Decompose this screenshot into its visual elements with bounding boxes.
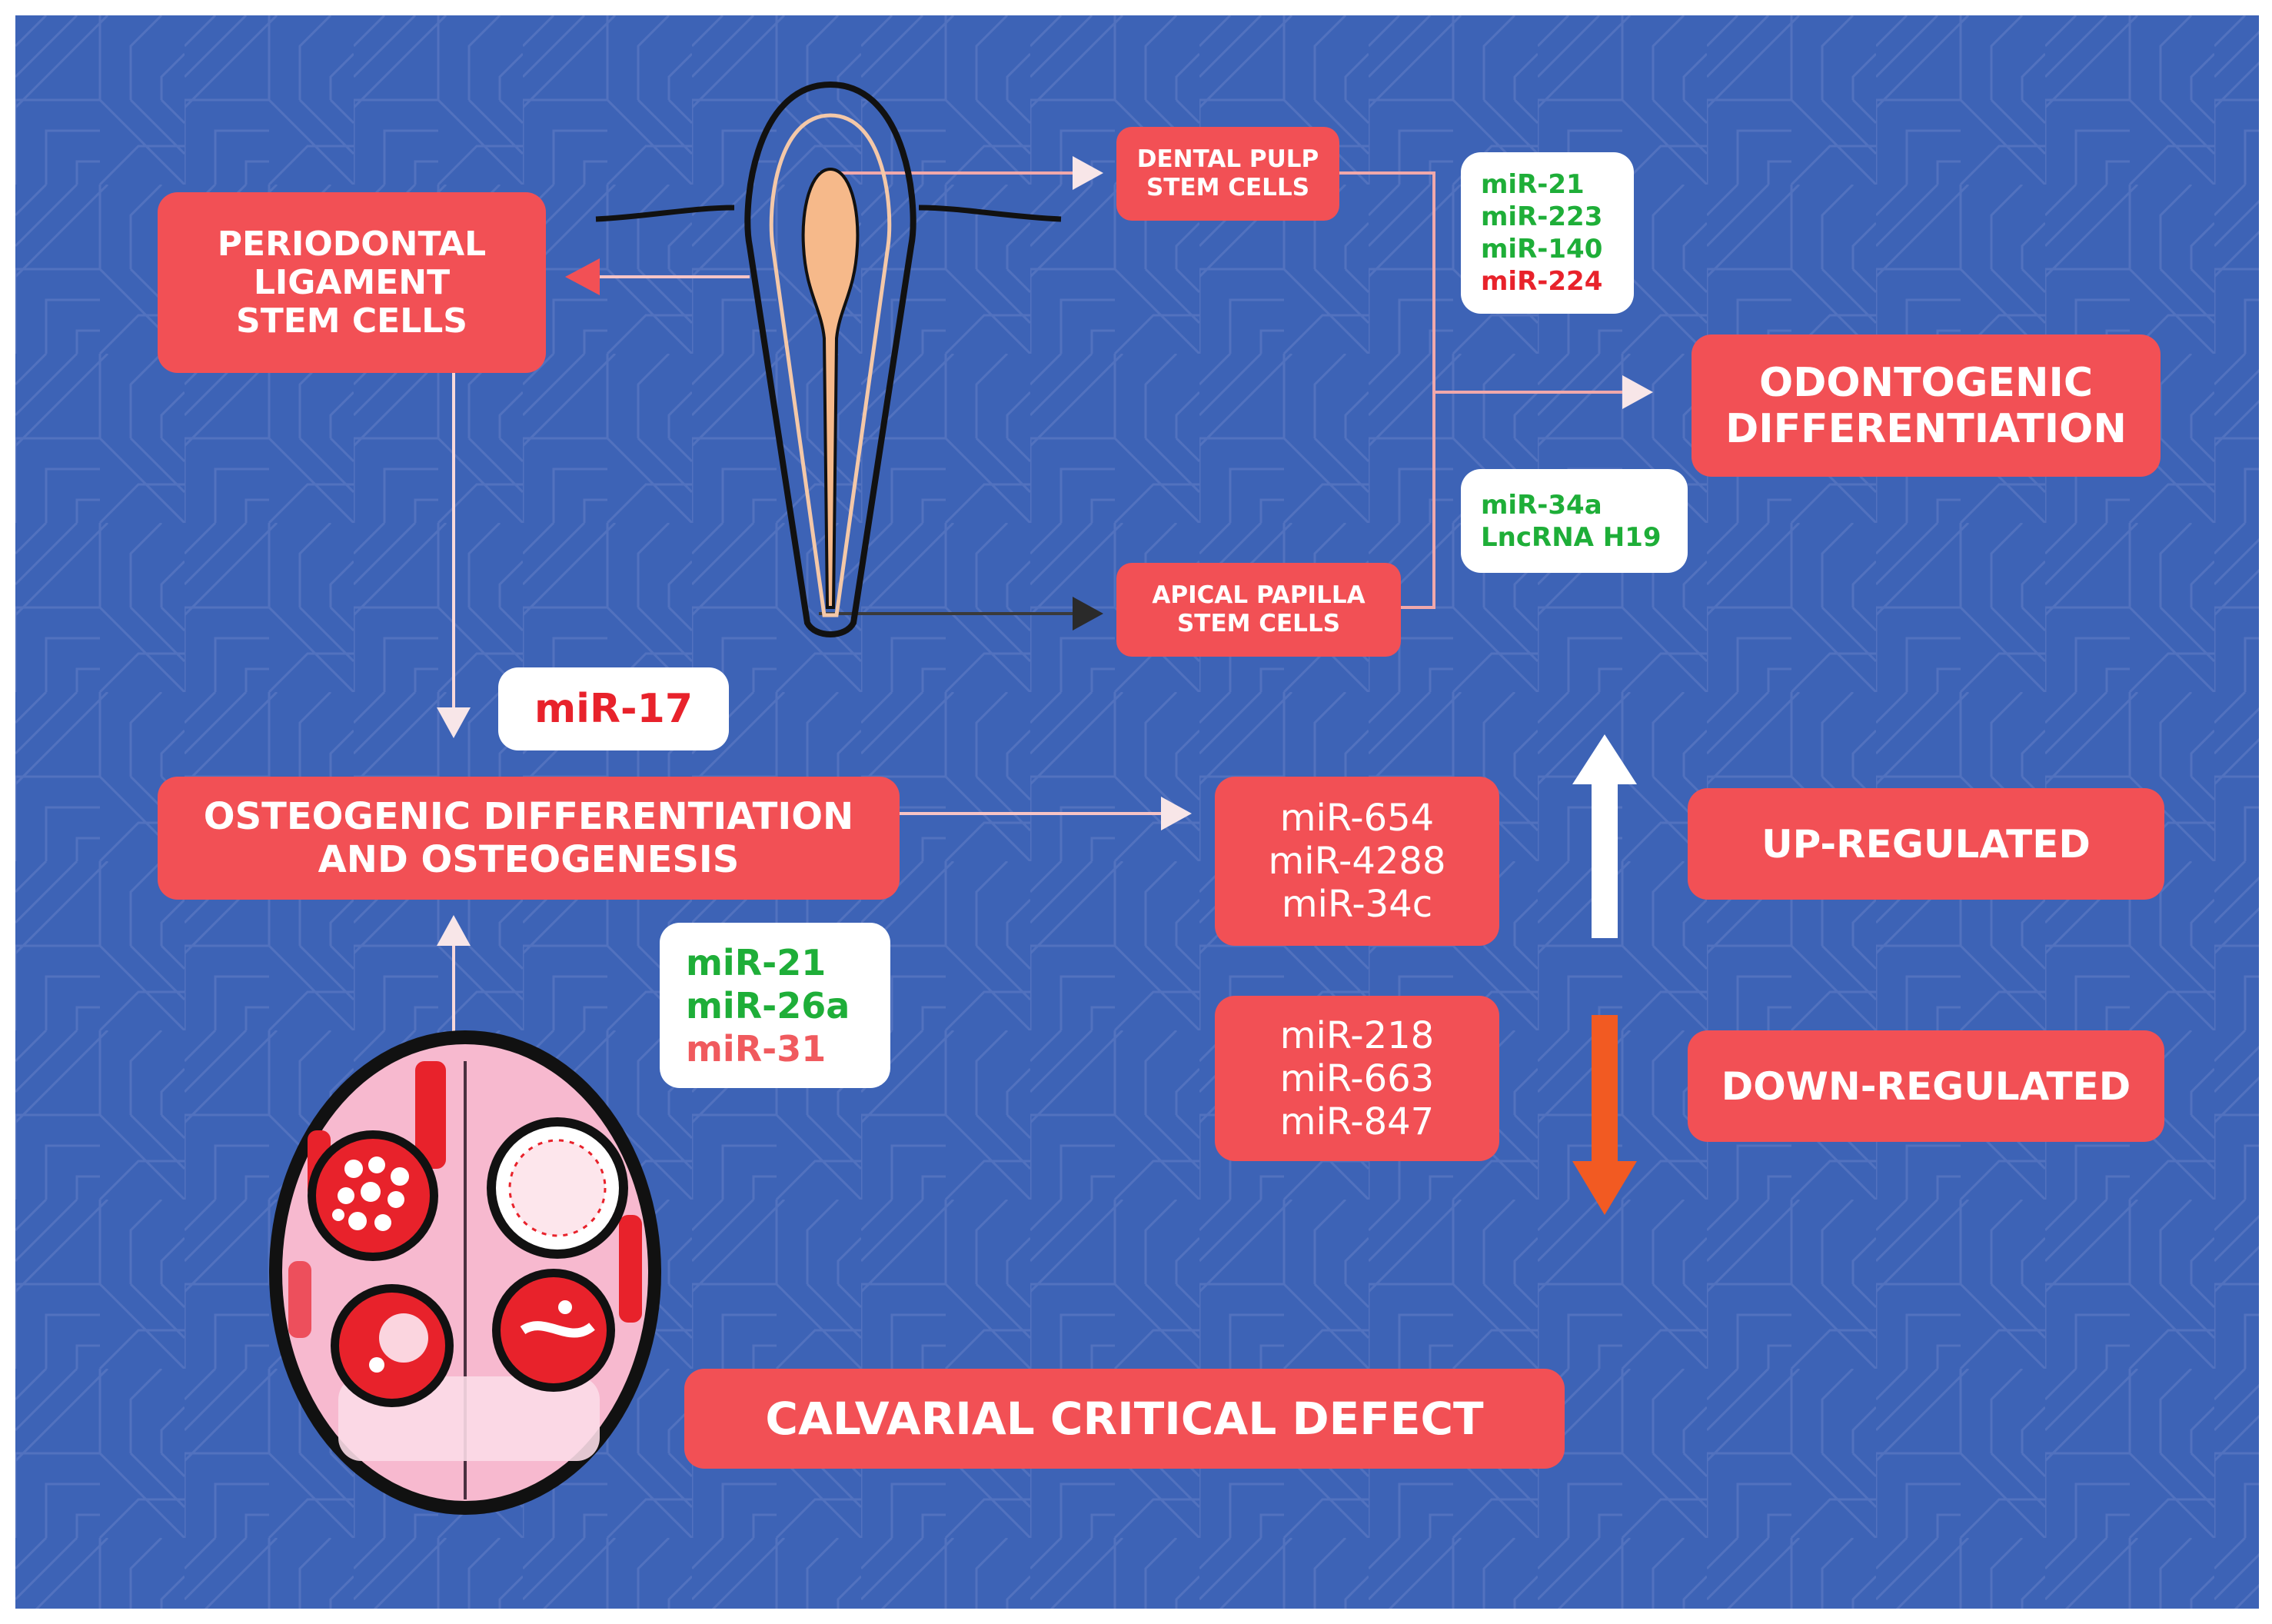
calvarial-mirna-2: miR-26a xyxy=(686,984,850,1027)
dpsc-mirna-1: miR-21 xyxy=(1481,169,1585,200)
pdl-label-line-3: STEM CELLS xyxy=(236,301,467,341)
scap-mirna-2: LncRNA H19 xyxy=(1481,521,1662,553)
apical-papilla-stem-cells-node: APICAL PAPILLA STEM CELLS xyxy=(1116,563,1401,657)
calvarial-mirna-list: miR-21 miR-26a miR-31 xyxy=(660,923,890,1088)
legend-up-label: UP-REGULATED xyxy=(1761,821,2091,867)
pdl-osteo-mirna: miR-17 xyxy=(498,667,729,750)
scap-mirna-list: miR-34a LncRNA H19 xyxy=(1461,469,1688,573)
osteo-upregulated-mirna-list: miR-654 miR-4288 miR-34c xyxy=(1215,777,1499,946)
osteo-up-mirna-2: miR-4288 xyxy=(1268,840,1446,883)
scap-mirna-1: miR-34a xyxy=(1481,489,1602,521)
osteo-up-mirna-3: miR-34c xyxy=(1281,883,1433,926)
dpsc-mirna-4: miR-224 xyxy=(1481,266,1603,297)
legend-up-regulated: UP-REGULATED xyxy=(1688,788,2164,900)
odontogenic-differentiation-node: ODONTOGENIC DIFFERENTIATION xyxy=(1692,334,2161,477)
calvarial-mirna-3: miR-31 xyxy=(686,1027,827,1070)
dpsc-mirna-2: miR-223 xyxy=(1481,201,1603,232)
scap-label-line-1: APICAL PAPILLA xyxy=(1152,581,1366,609)
down-arrow-icon xyxy=(1572,1015,1637,1215)
dpsc-mirna-3: miR-140 xyxy=(1481,234,1603,265)
mir-17-label: miR-17 xyxy=(534,686,693,732)
osteo-up-mirna-1: miR-654 xyxy=(1279,797,1435,840)
osteo-down-mirna-2: miR-663 xyxy=(1279,1057,1435,1100)
legend-down-regulated: DOWN-REGULATED xyxy=(1688,1030,2164,1142)
osteo-downregulated-mirna-list: miR-218 miR-663 miR-847 xyxy=(1215,996,1499,1161)
odonto-label-line-2: DIFFERENTIATION xyxy=(1725,405,2127,452)
up-arrow-icon xyxy=(1572,734,1637,938)
dpsc-label-line-2: STEM CELLS xyxy=(1146,174,1310,201)
odonto-label-line-1: ODONTOGENIC xyxy=(1758,359,2093,406)
diagram-canvas: PERIODONTAL LIGAMENT STEM CELLS DENTAL P… xyxy=(15,15,2259,1609)
tooth-illustration xyxy=(595,81,1062,637)
osteo-label-line-1: OSTEOGENIC DIFFERENTIATION xyxy=(203,795,854,838)
legend-down-label: DOWN-REGULATED xyxy=(1721,1063,2131,1109)
osteo-down-mirna-1: miR-218 xyxy=(1279,1013,1435,1057)
calvaria-skull-illustration xyxy=(269,1030,661,1515)
calvarial-critical-defect-node: CALVARIAL CRITICAL DEFECT xyxy=(684,1369,1565,1469)
dental-pulp-stem-cells-node: DENTAL PULP STEM CELLS xyxy=(1116,127,1339,221)
pdl-label-line-2: LIGAMENT xyxy=(253,262,451,302)
dpsc-label-line-1: DENTAL PULP xyxy=(1136,145,1319,173)
pdl-stem-cells-node: PERIODONTAL LIGAMENT STEM CELLS xyxy=(158,192,546,373)
osteo-label-line-2: AND OSTEOGENESIS xyxy=(318,838,740,881)
scap-label-line-2: STEM CELLS xyxy=(1176,610,1341,637)
connectors xyxy=(437,156,1653,1046)
dpsc-mirna-list: miR-21 miR-223 miR-140 miR-224 xyxy=(1461,152,1634,314)
pdl-label-line-1: PERIODONTAL xyxy=(217,224,487,264)
calvarial-label: CALVARIAL CRITICAL DEFECT xyxy=(765,1393,1484,1445)
osteo-down-mirna-3: miR-847 xyxy=(1279,1100,1435,1143)
osteogenic-differentiation-node: OSTEOGENIC DIFFERENTIATION AND OSTEOGENE… xyxy=(158,777,900,900)
calvarial-mirna-1: miR-21 xyxy=(686,941,827,983)
